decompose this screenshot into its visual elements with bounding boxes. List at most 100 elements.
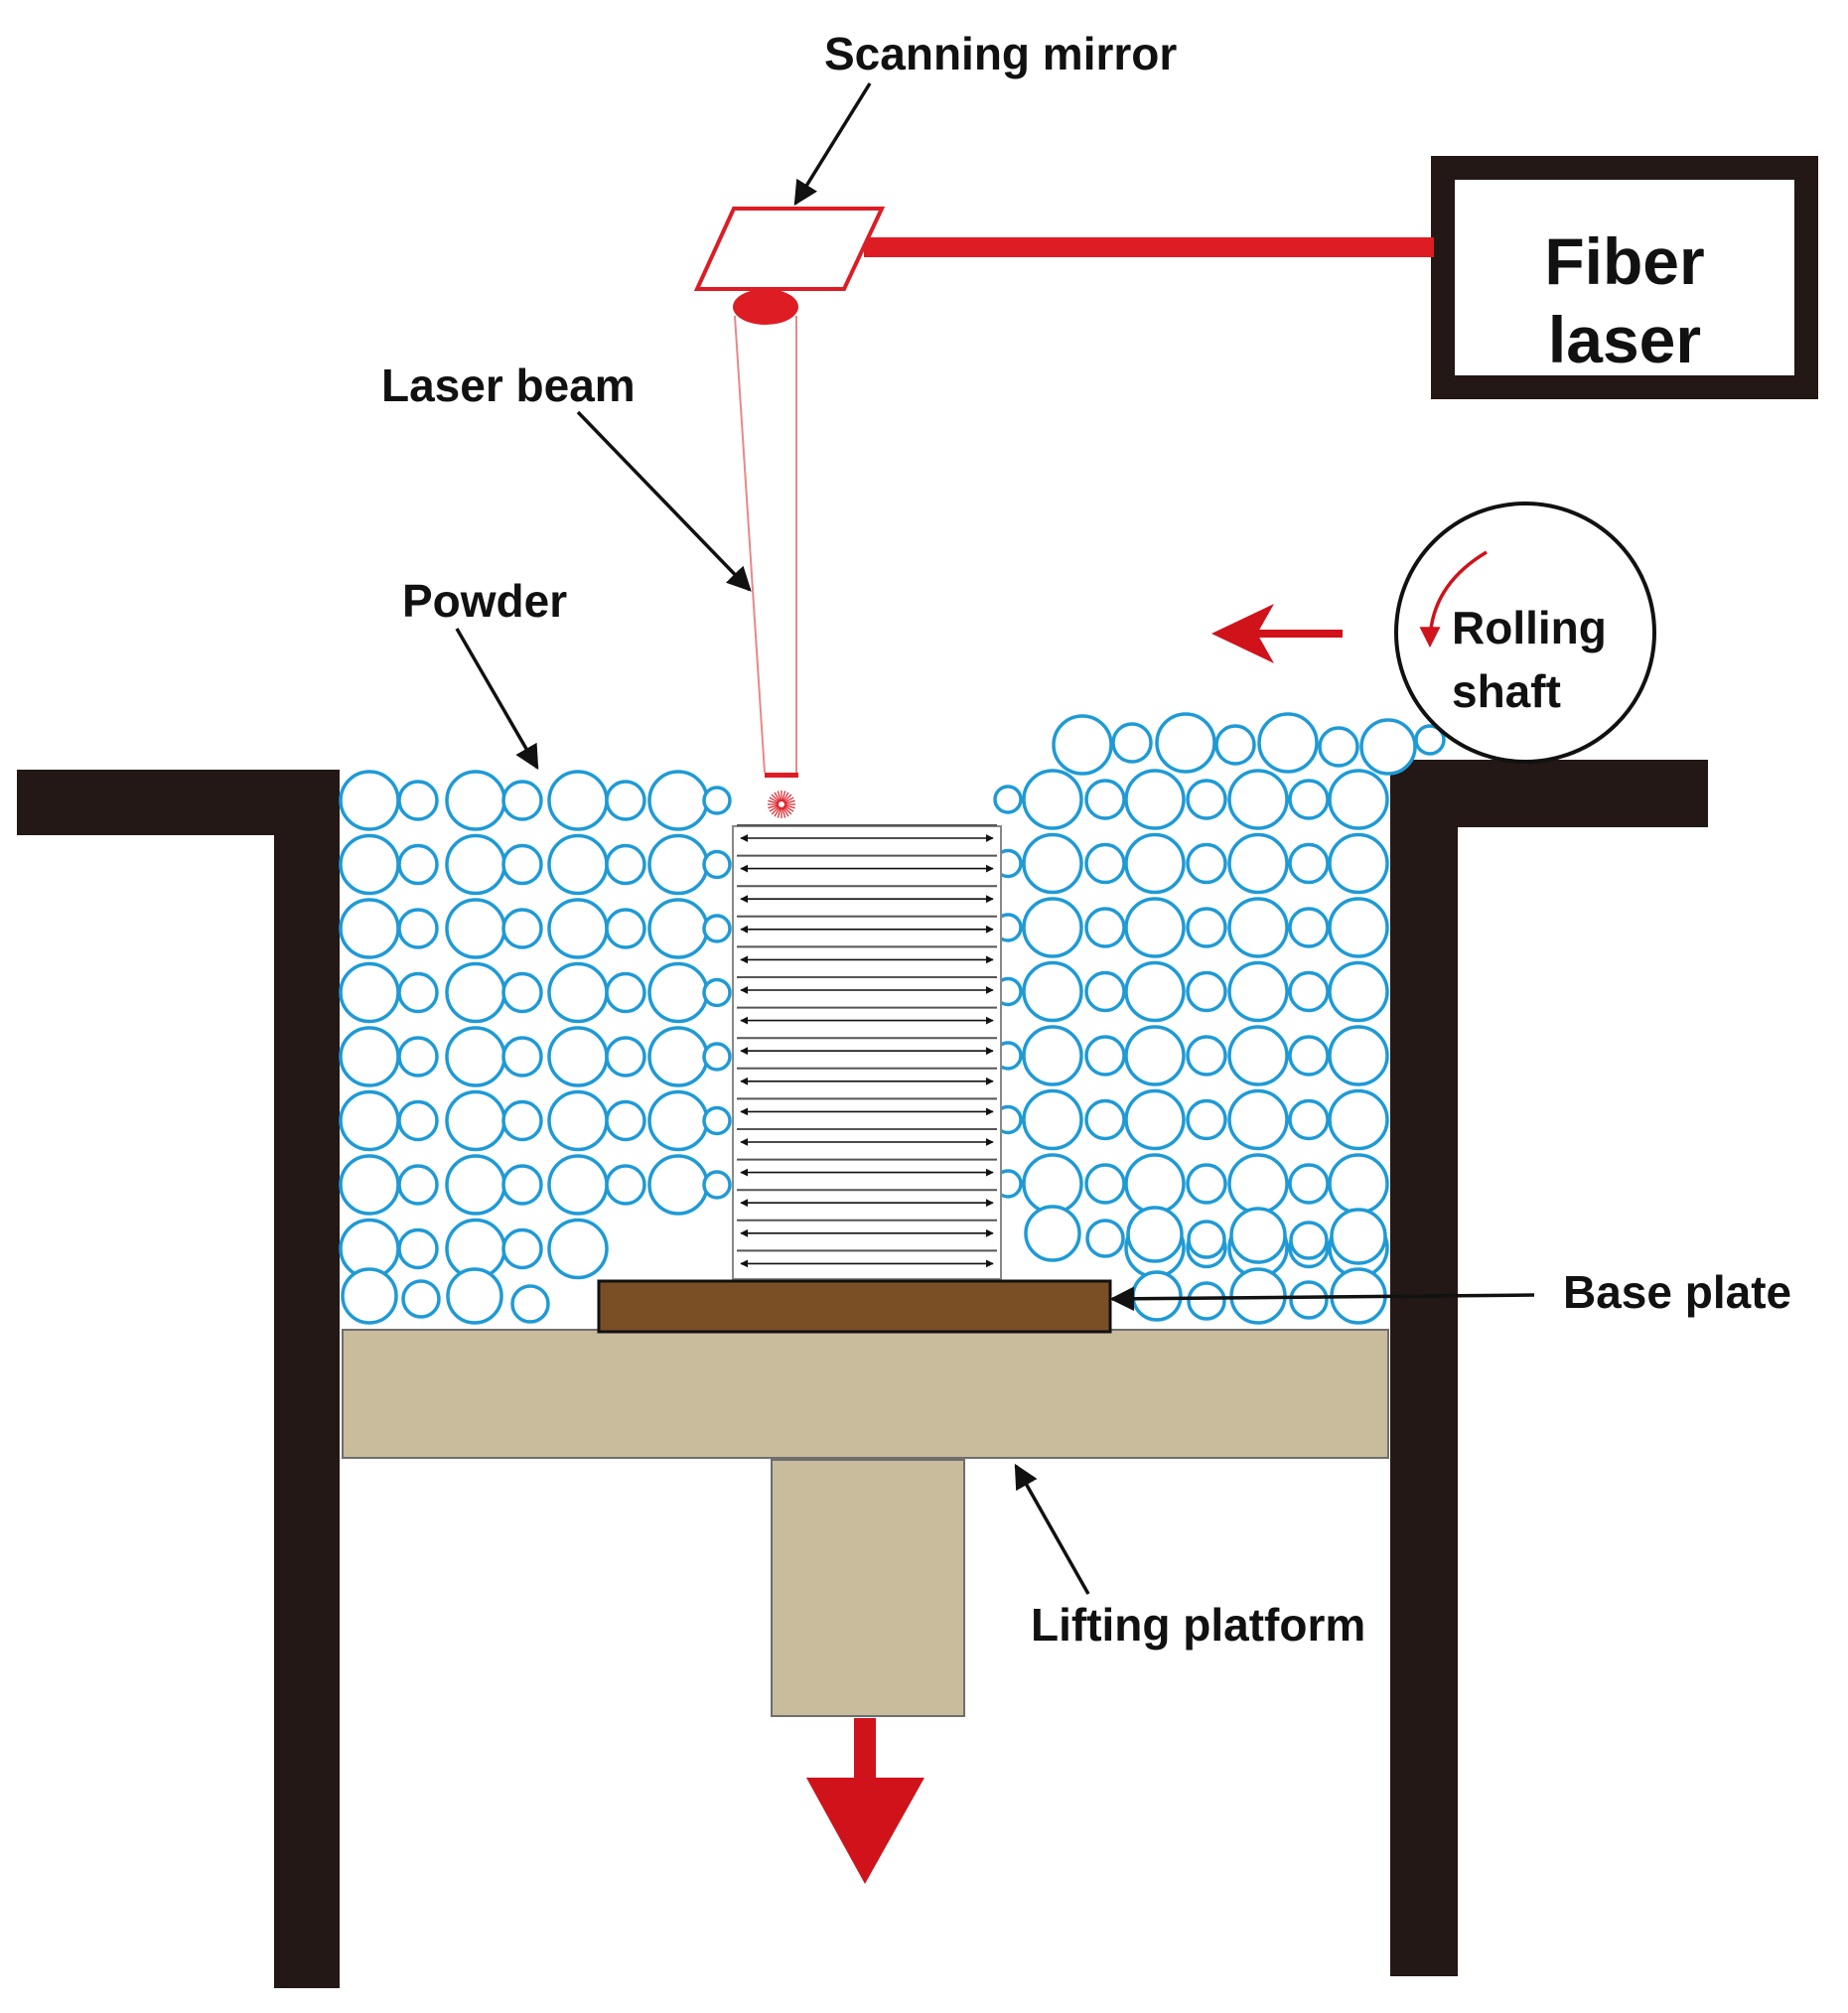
powder-particle	[547, 1218, 609, 1280]
powder-particle	[1328, 960, 1389, 1023]
base-plate-label: Base plate	[1563, 1266, 1791, 1318]
powder-particle	[1227, 960, 1289, 1023]
fiber-laser-label-line1: Fiber	[1544, 224, 1704, 298]
powder-particle	[702, 1170, 732, 1200]
powder-particle	[1022, 1153, 1083, 1215]
powder-particle	[1052, 714, 1113, 776]
left-chamber-wall	[274, 770, 340, 1988]
powder-particle	[1124, 769, 1186, 830]
powder-particle	[1124, 832, 1186, 895]
powder-particle	[501, 843, 543, 886]
powder-particle	[445, 961, 506, 1024]
powder-particle	[397, 908, 439, 949]
powder-particle	[702, 914, 732, 943]
scan-line	[737, 976, 997, 994]
powder-particle	[341, 1267, 398, 1325]
powder-particle	[1328, 1088, 1389, 1151]
powder-particle	[647, 770, 709, 831]
powder-particle	[339, 961, 400, 1024]
laser-beam-leader	[576, 410, 752, 592]
powder-particle	[1288, 779, 1330, 820]
roller-circle	[1394, 502, 1656, 764]
scan-line	[737, 854, 997, 873]
powder-particle	[1186, 970, 1227, 1013]
powder-particle	[1124, 960, 1186, 1023]
powder-particle	[702, 1105, 732, 1136]
powder-particle	[1186, 842, 1227, 885]
powder-particle	[397, 971, 439, 1014]
fiber-laser-box	[1431, 156, 1818, 399]
powder-particle	[1187, 1281, 1226, 1321]
powder-particle	[510, 1284, 550, 1324]
powder-particle	[446, 1267, 503, 1325]
powder-particle	[1024, 1205, 1081, 1262]
powder-particle	[547, 833, 609, 896]
powder-particle	[1227, 1088, 1289, 1151]
scan-lines	[737, 824, 997, 1268]
powder-particle	[339, 898, 400, 959]
down-arrow-icon	[806, 1718, 924, 1884]
powder-particle	[445, 1154, 506, 1216]
powder-particle	[401, 1279, 441, 1319]
powder-particle	[647, 961, 709, 1024]
powder-particle	[547, 770, 609, 831]
focusing-lens	[733, 289, 798, 325]
powder-particle	[339, 1154, 400, 1216]
powder-particle	[445, 770, 506, 831]
laser-beam-label: Laser beam	[381, 359, 636, 411]
powder-particle	[339, 1026, 400, 1087]
laser-fiber-beam	[864, 237, 1434, 257]
curved-arrow-icon	[1419, 550, 1488, 648]
lifting-platform	[342, 1329, 1389, 1717]
scan-line	[737, 945, 997, 964]
base-plate	[597, 1279, 1112, 1334]
powder-particle	[647, 833, 709, 896]
powder-particle	[1126, 1206, 1184, 1263]
powder-particle	[397, 1227, 439, 1270]
rolling-shaft: Rolling shaft	[1394, 502, 1656, 764]
powder-particle	[1186, 1163, 1227, 1205]
powder-particle	[1186, 779, 1227, 820]
beam-focus-spot	[765, 773, 798, 778]
scan-line	[737, 1128, 997, 1146]
powder-particle	[605, 971, 646, 1014]
powder-particle	[1155, 712, 1216, 774]
lifting-platform-leader	[1014, 1463, 1090, 1595]
laser-beam	[734, 315, 797, 774]
scan-line	[737, 824, 997, 842]
powder-particle	[1288, 1098, 1330, 1141]
powder-particle	[1288, 907, 1330, 948]
scan-line	[737, 915, 997, 934]
scanning-mirror-leader	[793, 82, 872, 207]
powder-bed-left	[339, 770, 732, 1325]
scanning-mirror	[693, 207, 886, 325]
powder-particle	[1227, 897, 1289, 958]
powder-particle	[547, 1089, 609, 1152]
powder-particle	[605, 1099, 646, 1142]
powder-particle	[501, 908, 543, 949]
powder-particle	[647, 1026, 709, 1087]
scan-line	[737, 1037, 997, 1056]
powder-particle	[1022, 769, 1083, 830]
powder-particle	[1084, 1035, 1126, 1077]
powder-particle	[1227, 1153, 1289, 1215]
powder-particle	[1084, 1163, 1126, 1205]
powder-particle	[993, 785, 1023, 814]
powder-particle	[605, 843, 646, 886]
powder-particle	[339, 770, 400, 831]
powder-particle	[501, 1099, 543, 1142]
powder-particle	[1289, 1280, 1329, 1320]
powder-particle	[1214, 724, 1256, 766]
scan-line	[737, 1219, 997, 1237]
powder-particle	[647, 1154, 709, 1216]
scan-line	[737, 1067, 997, 1085]
powder-particle	[397, 780, 439, 821]
powder-particle	[445, 833, 506, 896]
powder-particle	[1131, 1270, 1183, 1322]
powder-particle	[1328, 1025, 1389, 1086]
powder-particle	[397, 1164, 439, 1206]
powder-particle	[397, 1099, 439, 1142]
powder-particle	[547, 1026, 609, 1087]
powder-particle	[1022, 1088, 1083, 1151]
powder-bed-right	[993, 712, 1446, 1325]
